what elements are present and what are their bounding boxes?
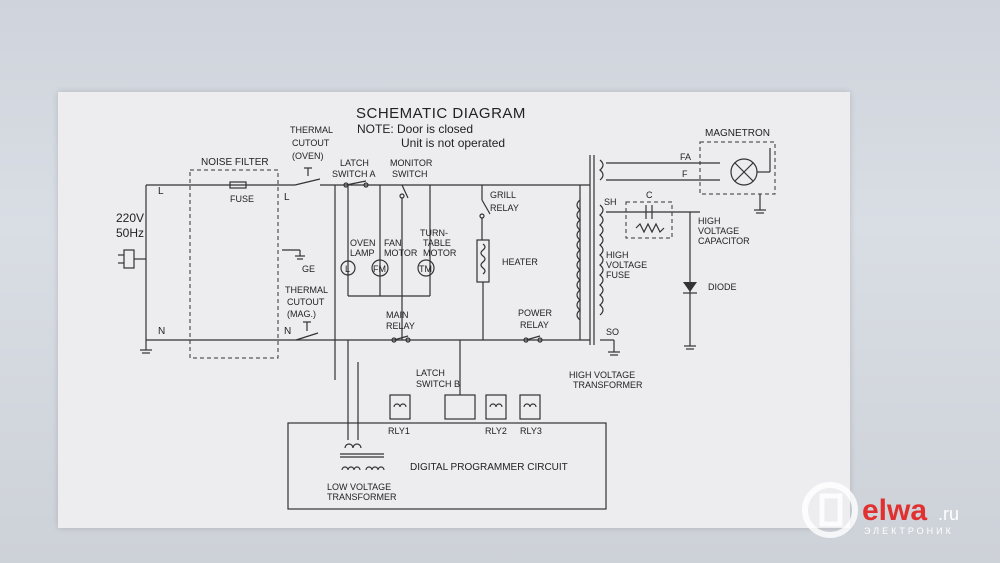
- turntable-motor-label-3: MOTOR: [423, 248, 457, 258]
- thermal-cutout-mag-label-1: THERMAL: [285, 285, 328, 295]
- supply-voltage: 220V: [116, 211, 144, 225]
- turntable-motor-label-2: TABLE: [423, 238, 451, 248]
- power-relay-label-1: POWER: [518, 308, 553, 318]
- ge-label: GE: [302, 264, 315, 274]
- elwa-logo: elwa .ru ЭЛЕКТРОНИК: [800, 480, 1000, 550]
- grill-relay-label-2: RELAY: [490, 203, 519, 213]
- logo-brand: elwa: [862, 494, 927, 527]
- power-relay-label-2: RELAY: [520, 320, 549, 330]
- low-voltage-transformer-icon: [340, 443, 385, 471]
- ge-ground-icon: [295, 250, 305, 260]
- note-line-1: NOTE: Door is closed: [357, 122, 473, 136]
- fuse-label: FUSE: [230, 194, 254, 204]
- schematic-sheet: [58, 92, 850, 528]
- ground-icon: [140, 345, 152, 354]
- logo-subtitle: ЭЛЕКТРОНИК: [864, 526, 954, 536]
- noise-filter-box: [189, 169, 279, 359]
- relay-coil-1: [389, 394, 411, 420]
- so-ground-icon: [608, 340, 620, 356]
- main-relay-switch: [391, 335, 411, 343]
- relay-coil-2: [485, 394, 507, 420]
- low-voltage-transformer-label-2: TRANSFORMER: [327, 492, 397, 502]
- rly1-label: RLY1: [388, 426, 410, 436]
- capacitor-label-2: VOLTAGE: [698, 226, 739, 236]
- diode-label: DIODE: [708, 282, 737, 292]
- fan-motor-icon: [371, 259, 389, 277]
- monitor-switch-label-2: SWITCH: [392, 169, 428, 179]
- latch-switch-b-label-2: SWITCH B: [416, 379, 460, 389]
- heater-element-icon: [476, 239, 490, 283]
- neutral-label: N: [158, 326, 165, 337]
- latch-switch-b: [444, 394, 476, 420]
- thermal-cutout-oven-label-3: (OVEN): [292, 151, 324, 161]
- capacitor-label-3: CAPACITOR: [698, 236, 750, 246]
- heater-label: HEATER: [502, 257, 538, 267]
- oven-lamp-label-2: LAMP: [350, 248, 375, 258]
- rly2-label: RLY2: [485, 426, 507, 436]
- capacitor-icon: [635, 205, 665, 234]
- hv-transformer-label-1: HIGH VOLTAGE: [569, 370, 635, 380]
- power-plug-icon: [118, 185, 147, 345]
- fuse-icon: [229, 181, 247, 189]
- rly3-label: RLY3: [520, 426, 542, 436]
- hv-fuse-label-3: FUSE: [606, 270, 630, 280]
- oven-lamp-icon: [340, 260, 356, 276]
- supply-frequency: 50Hz: [116, 226, 144, 240]
- turntable-motor-label-1: TURN-: [420, 228, 448, 238]
- capacitor-box: [625, 201, 673, 239]
- power-relay-switch: [523, 335, 543, 343]
- main-relay-label-1: MAIN: [386, 310, 409, 320]
- main-relay-label-2: RELAY: [386, 321, 415, 331]
- thermal-cutout-oven-label-1: THERMAL: [290, 125, 333, 135]
- thermal-cutout-mag-switch: [295, 321, 319, 341]
- latch-switch-b-label-1: LATCH: [416, 368, 445, 378]
- thermal-cutout-oven-switch: [294, 167, 321, 186]
- magnetron-icon: [730, 148, 771, 214]
- line-label: L: [158, 186, 164, 197]
- note-line-2: Unit is not operated: [401, 136, 505, 150]
- turntable-motor-icon: [417, 259, 435, 277]
- oven-lamp-label-1: OVEN: [350, 238, 376, 248]
- sh-label: SH: [604, 197, 617, 207]
- digital-programmer-box: [287, 422, 607, 510]
- f-label: F: [682, 169, 688, 179]
- relay-coil-3: [519, 394, 541, 420]
- capacitor-label-1: HIGH: [698, 216, 721, 226]
- filter-out-l: L: [284, 192, 290, 203]
- magnetron-label: MAGNETRON: [705, 128, 770, 139]
- filter-out-n: N: [284, 326, 291, 337]
- grill-relay-switch: [479, 185, 491, 240]
- monitor-switch-label-1: MONITOR: [390, 158, 433, 168]
- hv-transformer-label-2: TRANSFORMER: [573, 380, 643, 390]
- thermal-cutout-oven-label-2: CUTOUT: [292, 138, 330, 148]
- latch-switch-a-label-1: LATCH: [340, 158, 369, 168]
- oven-lamp-symbol: L: [345, 264, 350, 274]
- diode-ground-icon: [684, 345, 696, 350]
- fan-motor-label-2: MOTOR: [384, 248, 418, 258]
- capacitor-symbol: C: [646, 190, 653, 200]
- logo-domain: .ru: [938, 504, 959, 524]
- hv-fuse-label-2: VOLTAGE: [606, 260, 647, 270]
- latch-switch-a-label-2: SWITCH A: [332, 169, 376, 179]
- fan-motor-symbol: FM: [373, 264, 386, 274]
- fan-motor-label-1: FAN: [384, 238, 402, 248]
- digital-programmer-label: DIGITAL PROGRAMMER CIRCUIT: [410, 462, 568, 473]
- thermal-cutout-mag-label-3: (MAG.): [287, 309, 316, 319]
- hv-fuse-label-1: HIGH: [606, 250, 629, 260]
- thermal-cutout-mag-label-2: CUTOUT: [287, 297, 325, 307]
- so-label: SO: [606, 327, 619, 337]
- magnetron-box: [699, 141, 776, 195]
- grill-relay-label-1: GRILL: [490, 190, 516, 200]
- turntable-motor-symbol: TM: [419, 264, 432, 274]
- diode-icon: [683, 282, 697, 294]
- monitor-switch: [399, 184, 409, 340]
- fa-label: FA: [680, 152, 691, 162]
- low-voltage-transformer-label-1: LOW VOLTAGE: [327, 482, 391, 492]
- hv-transformer-icon: [576, 155, 604, 345]
- diagram-title: SCHEMATIC DIAGRAM: [356, 105, 526, 122]
- noise-filter-label: NOISE FILTER: [201, 157, 269, 168]
